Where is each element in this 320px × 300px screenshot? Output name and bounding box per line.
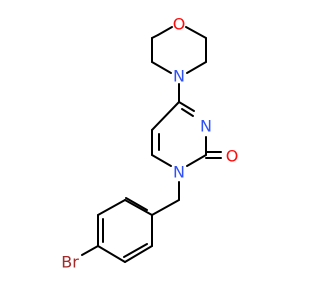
atom-labels: O N N O N Br — [61, 15, 238, 272]
bond — [178, 101, 195, 112]
bond — [157, 26, 173, 36]
bond — [81, 245, 99, 256]
bond — [124, 199, 153, 216]
ring-nitrogen-n3-label: N — [200, 117, 212, 136]
bromine-label: Br — [61, 253, 79, 272]
bond — [124, 245, 153, 263]
bond — [185, 26, 207, 39]
bond — [151, 154, 172, 167]
bond — [151, 101, 180, 131]
bond — [123, 243, 148, 258]
morpholine-oxygen-label: O — [173, 15, 186, 34]
bond — [181, 108, 194, 117]
carbonyl-oxygen-label: O — [226, 147, 239, 166]
bond — [151, 61, 172, 74]
morpholine-nitrogen-label: N — [173, 67, 185, 86]
bond — [125, 197, 148, 211]
bond — [151, 34, 159, 39]
ring-nitrogen-n1-label: N — [173, 163, 185, 182]
bond — [97, 199, 126, 216]
bond — [186, 61, 207, 74]
bond — [151, 199, 180, 216]
bond — [97, 245, 126, 263]
bonds — [81, 26, 222, 263]
bond — [186, 154, 207, 167]
molecule-structure: O N N O N Br — [61, 15, 238, 272]
